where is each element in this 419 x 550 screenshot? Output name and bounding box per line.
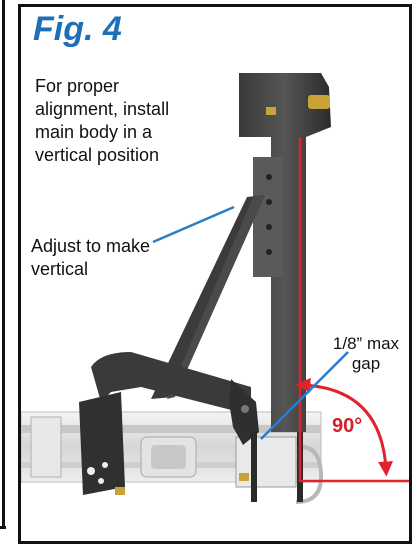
adjacent-frame-foot xyxy=(0,526,6,529)
adjust-callout-text: Adjust to make vertical xyxy=(31,236,151,279)
equipment-illustration xyxy=(21,73,409,504)
gap-callout: 1/8” max gap xyxy=(321,334,409,374)
gap-callout-text: 1/8” max gap xyxy=(332,334,400,373)
figure-title: Fig. 4 xyxy=(33,10,122,48)
install-instruction-text: For proper alignment, install main body … xyxy=(35,76,170,165)
adjust-leader-line xyxy=(152,205,235,244)
angle-label: 90° xyxy=(332,415,363,437)
adjacent-figure-edge xyxy=(0,0,14,550)
gap-leader-line xyxy=(260,351,349,440)
alignment-guides xyxy=(295,137,409,483)
adjust-callout: Adjust to make vertical xyxy=(31,235,191,281)
figure-panel: Fig. 4 For proper alignment, install mai… xyxy=(18,4,412,544)
curved-arrow-icon xyxy=(295,377,394,477)
install-instruction: For proper alignment, install main body … xyxy=(35,75,195,167)
adjacent-frame-line xyxy=(2,0,5,528)
main-body xyxy=(79,73,331,502)
